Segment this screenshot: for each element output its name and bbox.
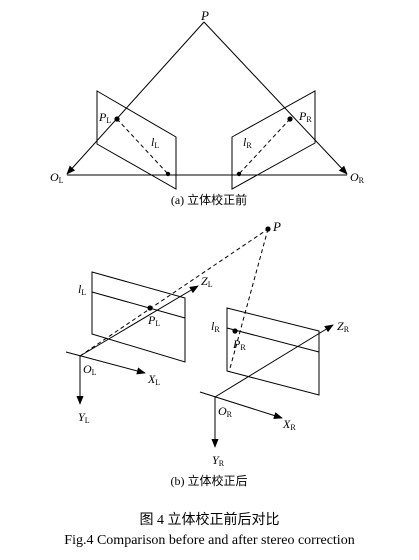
left-epipolar-line [116, 118, 169, 175]
right-image-plane [231, 90, 316, 190]
part-b-after-correction [65, 228, 334, 448]
part-a-caption: (a) 立体校正前 [171, 192, 247, 207]
right-x-axis [199, 391, 283, 419]
left-dashed-ray [79, 228, 269, 357]
point-p [265, 226, 271, 232]
figure-caption-en: Fig.4 Comparison before and after stereo… [64, 533, 355, 548]
right-epipolar-line [238, 118, 291, 175]
left-x-label: XL [147, 372, 160, 387]
right-origin-label: OR [218, 404, 233, 419]
right-dashed-ray [228, 228, 269, 373]
right-epipolar-label: lR [243, 135, 252, 150]
left-z-axis [79, 285, 199, 357]
left-z-label: ZL [201, 274, 213, 289]
right-projection-point [287, 116, 293, 122]
right-rectified-plane [226, 307, 320, 396]
right-line-label: lR [211, 319, 220, 334]
left-rectified-projection [147, 305, 153, 311]
right-projection-label: PR [298, 109, 312, 124]
right-center-label: OR [350, 170, 365, 185]
left-epipolar-label: lL [151, 135, 159, 150]
figure-caption-zh: 图 4 立体校正前后对比 [139, 513, 280, 528]
left-projection-label-b: PL [147, 313, 160, 328]
left-projection-label: PL [98, 110, 111, 125]
part-b-labels: P lL ZL PL OL XL YL lR PR ZR OR XR YR (b… [78, 219, 350, 488]
right-y-label: YR [212, 453, 225, 468]
right-projection-label-b: PR [232, 337, 246, 352]
left-y-label: YL [78, 410, 90, 425]
part-a-points [114, 116, 293, 177]
left-epipole [165, 171, 171, 177]
right-epipole [236, 171, 242, 177]
part-b-points [147, 226, 271, 334]
left-scan-line [91, 291, 186, 319]
left-line-label: lL [78, 282, 86, 297]
part-a-labels: P PL lL lR PR OL OR (a) 立体校正前 [50, 8, 365, 207]
left-ray [66, 21, 205, 175]
right-x-label: XR [282, 417, 296, 432]
point-p-label: P [200, 8, 209, 23]
point-p-label-b: P [272, 219, 281, 234]
right-z-label: ZR [337, 319, 350, 334]
right-rectified-projection [232, 328, 238, 334]
left-projection-point [114, 116, 120, 122]
part-a-before-correction [66, 21, 348, 190]
left-center-label: OL [50, 170, 64, 185]
left-image-plane [96, 90, 177, 190]
right-scan-line [226, 327, 320, 353]
left-x-axis [65, 351, 146, 375]
part-b-caption: (b) 立体校正后 [171, 473, 248, 488]
left-rectified-plane [91, 271, 186, 363]
right-z-axis [214, 324, 334, 398]
right-ray [203, 21, 348, 175]
left-origin-label: OL [83, 362, 97, 377]
